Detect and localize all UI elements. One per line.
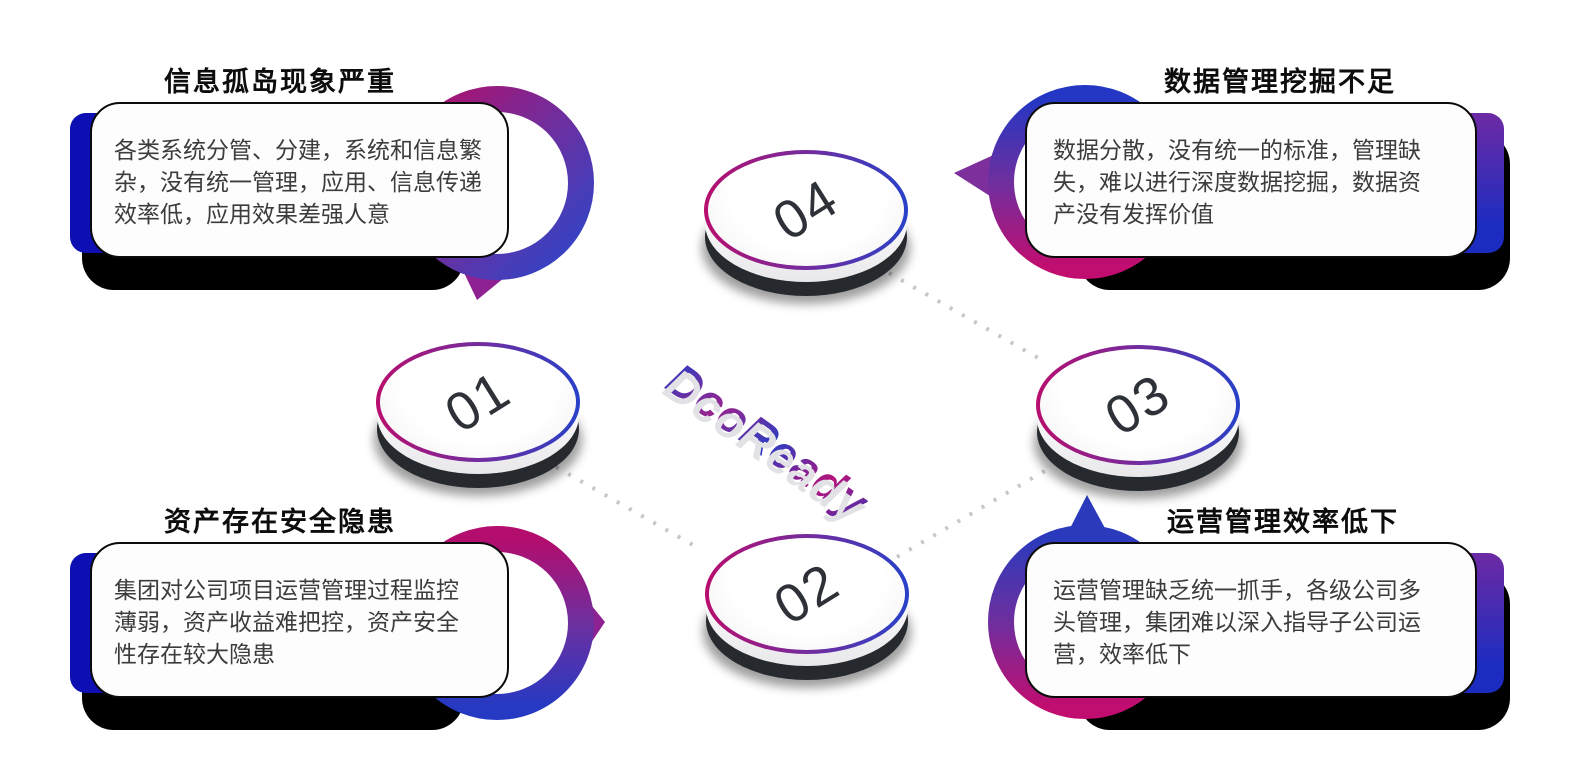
card-body: 运营管理缺乏统一抓手，各级公司多 头管理，集团难以深入指导子公司运 营，效率低下: [1053, 577, 1421, 667]
disc-ring: 03: [1036, 345, 1240, 465]
card-panel: [1025, 542, 1477, 698]
card-title: 数据管理挖掘不足: [1164, 67, 1396, 97]
card-body: 各类系统分管、分建，系统和信息繁 杂，没有统一管理，应用、信息传递 效率低，应用…: [114, 137, 482, 227]
step-disc-03: 03: [1034, 345, 1242, 501]
card-body: 集团对公司项目运营管理过程监控 薄弱，资产收益难把控，资产安全 性存在较大隐患: [114, 577, 459, 667]
step-disc-02: 02: [703, 534, 911, 690]
disc-face: [380, 346, 576, 458]
disc-face: [708, 154, 904, 266]
card-panel: [90, 102, 509, 258]
card-panel: [1025, 102, 1477, 258]
disc-ring: 04: [704, 150, 908, 270]
connector-line-02-03: [895, 467, 1050, 559]
card-panel: [90, 542, 509, 698]
card-title: 信息孤岛现象严重: [164, 67, 396, 97]
disc-ring: 01: [376, 342, 580, 462]
card-body: 数据分散，没有统一的标准，管理缺 失，难以进行深度数据挖掘，数据资 产没有发挥价…: [1053, 137, 1421, 227]
disc-ring: 02: [705, 534, 909, 654]
card-title: 资产存在安全隐患: [164, 507, 396, 537]
disc-face: [1040, 349, 1236, 461]
disc-face: [709, 538, 905, 650]
step-disc-04: 04: [702, 150, 910, 306]
connector-line-04-03: [888, 271, 1048, 365]
card-title: 运营管理效率低下: [1167, 507, 1399, 537]
step-disc-01: 01: [374, 342, 582, 498]
